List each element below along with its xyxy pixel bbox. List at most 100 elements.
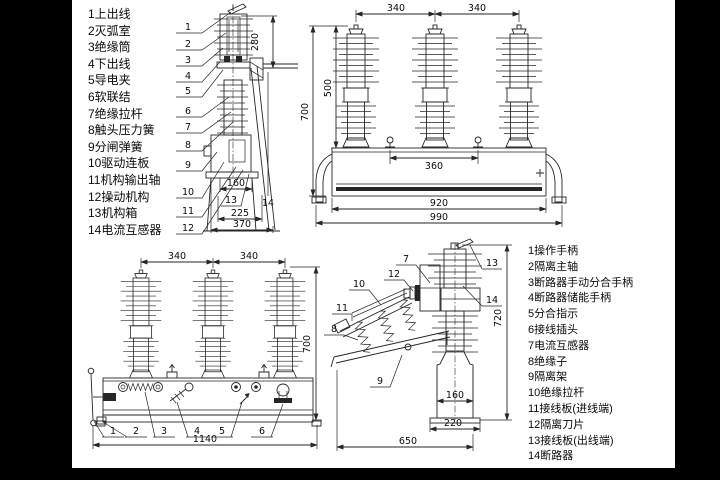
assembly-side-view-drawing: 720 160 220 650 7 12 10 11 8 9 13 14 — [324, 238, 512, 451]
legend-item: 3断路器手动分合手柄 — [528, 276, 634, 289]
callout-number: 9 — [377, 376, 383, 387]
callout-number: 8 — [185, 140, 191, 151]
callouts: 1 2 3 4 5 6 — [93, 391, 284, 438]
dim-label: 340 — [168, 251, 186, 262]
dim-label: 160 — [227, 178, 245, 189]
callout-number: 6 — [259, 426, 265, 437]
legend-item: 14断路器 — [528, 450, 574, 463]
legend-item: 8绝缘子 — [528, 355, 568, 368]
lifting-lug — [473, 136, 483, 148]
callout-number: 12 — [388, 269, 400, 280]
callout-number: 14 — [262, 198, 274, 209]
dim-label: 920 — [430, 198, 448, 209]
callout-number: 10 — [353, 279, 365, 290]
dimension-lines: 280 160 225 370 — [210, 15, 277, 233]
parts-legend-assembly: 1操作手柄 2隔离主轴 3断路器手动分合手柄 4断路器储能手柄 5分合指示 6接… — [528, 244, 633, 465]
dim-label: 700 — [302, 335, 313, 353]
manual-crank-handle — [169, 382, 194, 404]
isolator-insulator — [375, 308, 397, 344]
legend-item: 11接线板(进线端) — [528, 402, 613, 415]
callouts: 1 2 3 4 5 6 7 8 9 10 11 12 13 14 — [176, 11, 274, 235]
chassis — [311, 136, 567, 204]
callout-number: 6 — [185, 106, 191, 117]
dimension-lines: 340 340 700 500 360 920 990 — [300, 3, 563, 227]
dim-label: 225 — [231, 208, 249, 219]
callouts: 7 12 10 11 8 9 13 14 — [324, 244, 502, 388]
legend-item: 14电流互感器 — [88, 222, 162, 237]
pole-side-view-drawing: 280 160 225 370 1 2 3 4 5 6 7 8 9 10 11 … — [176, 3, 298, 235]
legend-item: 4下出线 — [88, 56, 131, 71]
pole-column — [120, 269, 162, 379]
callout-number: 5 — [219, 426, 225, 437]
pole-column — [192, 269, 234, 379]
closing-spring — [118, 382, 163, 392]
hook-pin — [258, 363, 270, 378]
diagram-canvas: 1上出线 2灭弧室 3绝缘筒 4下出线 5导电夹 6软联结 7绝缘拉杆 8触头压… — [72, 0, 675, 468]
dim-label: 1140 — [193, 434, 217, 445]
pole-column — [411, 24, 459, 148]
callout-number: 11 — [336, 303, 348, 314]
dim-label: 700 — [300, 103, 311, 121]
legend-item: 7电流互感器 — [528, 339, 590, 352]
ground-mark — [536, 169, 544, 177]
legend-item: 12操动机构 — [88, 189, 150, 204]
dim-label: 340 — [240, 251, 258, 262]
callout-number: 14 — [486, 295, 498, 306]
dim-label: 720 — [493, 309, 504, 327]
pole-column — [332, 24, 380, 148]
legend-item: 1操作手柄 — [528, 245, 579, 257]
legend-item: 8触头压力簧 — [88, 123, 155, 138]
dim-label: 650 — [399, 436, 417, 447]
dim-label: 990 — [430, 212, 448, 223]
legend-item: 1上出线 — [88, 7, 131, 21]
dimension-lines: 720 160 220 650 — [336, 244, 512, 451]
dim-label: 220 — [444, 418, 462, 429]
legend-item: 6软联结 — [88, 89, 131, 104]
callout-number: 5 — [185, 86, 191, 97]
legend-item: 13机构箱 — [88, 206, 138, 221]
legend-item: 13接线板(出线端) — [528, 434, 614, 447]
dim-label: 340 — [387, 3, 405, 14]
dimension-lines: 340 340 700 1140 — [92, 251, 322, 449]
legend-item: 5导电夹 — [88, 73, 131, 88]
pole-column — [495, 24, 543, 148]
callout-number: 3 — [185, 55, 191, 66]
legend-item: 6接线插头 — [528, 323, 579, 336]
dim-label: 280 — [250, 33, 261, 51]
callout-number: 3 — [161, 426, 167, 437]
callout-number: 12 — [182, 223, 194, 234]
callout-number: 13 — [486, 258, 498, 269]
callout-number: 2 — [133, 426, 139, 437]
legend-item: 12隔离刀片 — [528, 418, 585, 431]
callout-number: 8 — [331, 324, 337, 335]
legend-item: 9隔离架 — [528, 371, 568, 384]
callout-number: 4 — [185, 71, 191, 82]
legend-item: 7绝缘拉杆 — [88, 106, 143, 121]
legend-item: 9分闸弹簧 — [88, 139, 143, 154]
mechanism-box — [87, 363, 322, 427]
pole-column — [264, 269, 306, 379]
callout-number: 2 — [185, 39, 191, 50]
breaker-pole-outline — [203, 3, 298, 232]
parts-legend-breaker-pole: 1上出线 2灭弧室 3绝缘筒 4下出线 5导电夹 6软联结 7绝缘拉杆 8触头压… — [88, 6, 161, 238]
lifting-lug — [385, 136, 395, 148]
breaker-front-view-drawing: 340 340 700 500 360 920 990 — [300, 3, 567, 227]
operating-handle — [87, 367, 116, 427]
dim-label: 360 — [425, 161, 443, 172]
legend-item: 11机构输出轴 — [88, 172, 161, 187]
dim-label: 500 — [323, 79, 334, 97]
isolator-assembly — [330, 288, 451, 368]
callout-number: 7 — [403, 254, 409, 265]
callout-number: 11 — [182, 206, 194, 217]
dim-label: 160 — [446, 390, 464, 401]
legend-item: 10驱动连板 — [88, 156, 150, 171]
legend-item: 2灭弧室 — [88, 23, 131, 38]
callout-number: 7 — [185, 122, 191, 133]
dim-label: 340 — [468, 3, 486, 14]
callout-number: 1 — [185, 22, 191, 33]
legend-item: 5分合指示 — [528, 308, 579, 321]
legend-item: 10绝缘拉杆 — [528, 387, 585, 400]
callout-number: 4 — [194, 426, 200, 437]
hook-pin — [166, 363, 178, 378]
wiring-socket — [274, 383, 292, 403]
